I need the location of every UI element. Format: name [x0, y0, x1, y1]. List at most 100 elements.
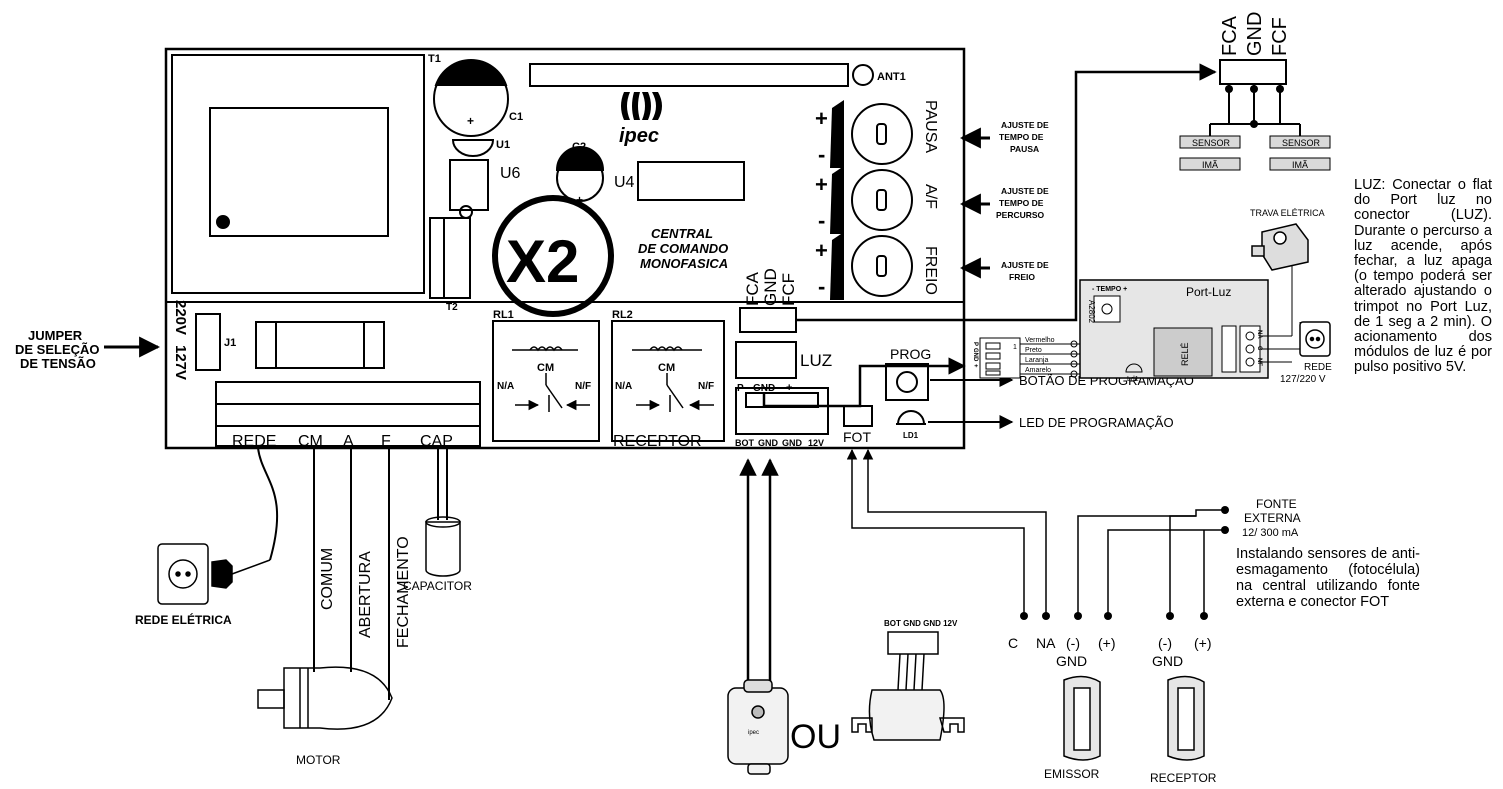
u6-label: U6 [500, 165, 521, 182]
af-ann-1: AJUSTE DE [1001, 186, 1049, 196]
sensor-gnd: GND [1244, 12, 1266, 56]
term-c: C [1008, 635, 1018, 651]
ima-1-label: IMÃ [1202, 160, 1218, 170]
portluz-ld: Ld1 [1127, 376, 1139, 383]
motor-labels: COMUM ABERTURA FECHAMENTO MOTOR CAPACITO… [135, 536, 472, 767]
freio-ann-2: FREIO [1009, 272, 1035, 282]
wire-abertura: ABERTURA [357, 551, 374, 638]
rede-line-2: 127/220 V [1280, 374, 1326, 385]
connection-wires [762, 63, 1217, 408]
fcf-label: FCF [779, 273, 798, 306]
freio-label: FREIO [922, 246, 939, 295]
trimpot-freio[interactable] [851, 235, 913, 297]
ima-2-label: IMÃ [1292, 160, 1308, 170]
title-line-1: CENTRAL [651, 226, 713, 241]
annotation-labels: JUMPER DE SELEÇÃO DE TENSÃO AJUSTE DE TE… [15, 120, 1194, 430]
minus-af: - [818, 208, 825, 233]
rede-eletrica-label: REDE ELÉTRICA [135, 612, 232, 627]
minus-freio: - [818, 274, 825, 299]
thin-arrows [928, 373, 1014, 429]
receptor-foto-label: RECEPTOR [1150, 771, 1217, 785]
sensor-1-label: SENSOR [1192, 138, 1231, 148]
wire-comum: COMUM [319, 548, 336, 610]
power-outlet-icon [157, 543, 271, 605]
ou-label: OU [790, 718, 841, 756]
photocell-emissor-icon [1063, 675, 1101, 761]
voltage-127: 127V [172, 345, 189, 380]
photocell-receptor-icon [1167, 675, 1205, 761]
rl1-label: RL1 [493, 309, 514, 321]
wire-fechamento: FECHAMENTO [395, 536, 412, 648]
pausa-label: PAUSA [922, 100, 939, 153]
term-na: NA [1036, 635, 1056, 651]
minus-pausa: - [818, 142, 825, 167]
c1-plus: + [467, 114, 474, 128]
prog-label: PROG [890, 346, 931, 362]
portluz-c: C [1256, 346, 1262, 351]
plus-freio: + [815, 238, 828, 263]
rl2-cm: CM [658, 362, 675, 374]
rl2-na: N/A [615, 381, 632, 392]
receiver-wires [739, 458, 779, 690]
electric-lock-icon [1251, 223, 1309, 271]
capacitor-label: CAPACITOR [403, 579, 472, 593]
receptor-label: RECEPTOR [613, 433, 702, 450]
wire-laranja: Laranja [1025, 357, 1048, 364]
external-receiver-icon: ipec [727, 679, 789, 775]
title-line-2: DE COMANDO [638, 241, 728, 256]
sensor-fcf: FCF [1269, 17, 1291, 56]
fca-label: FCA [743, 271, 762, 306]
receptor-pin-gnd1: GND [758, 438, 779, 448]
fotocelula-labels: FONTE EXTERNA 12/ 300 mA C NA (-) (+) (-… [1008, 497, 1301, 785]
fonte-line-3: 12/ 300 mA [1242, 527, 1299, 539]
portluz-module: Port-Luz - TEMPO + A2802 RELÉ Ld1 Vermel… [972, 250, 1301, 383]
terminal-a: A [343, 433, 354, 450]
terminal-rede: REDE [232, 433, 276, 450]
plug-in-receiver-icon [851, 631, 965, 741]
trimpot-af[interactable] [851, 169, 913, 231]
title-line-3: MONOFASICA [640, 256, 728, 271]
motor-wires [257, 447, 448, 700]
c1-label: C1 [509, 111, 523, 123]
jumper-line-1: JUMPER [28, 328, 83, 343]
adjust-wedge-icon [830, 100, 844, 300]
plus-pausa: + [815, 106, 828, 131]
fot-wires [846, 448, 1225, 616]
portluz-model: A2802 [1087, 300, 1096, 324]
receptor-pin-bot: BOT [735, 438, 755, 448]
trava-label: TRAVA ELÉTRICA [1250, 208, 1325, 218]
wall-outlet-icon [1299, 321, 1331, 357]
relay-coil-icon [512, 346, 714, 412]
receptor-pin-12v: 12V [808, 438, 824, 448]
rl1-nf: N/F [575, 381, 591, 392]
luz-pin-gnd: GND [753, 383, 775, 394]
portluz-pin-gnd: GND [972, 348, 978, 362]
jumper-line-3: DE TENSÃO [20, 356, 96, 371]
gnd-emissor: GND [1056, 653, 1087, 669]
trimpot-pausa[interactable] [851, 103, 913, 165]
fonte-line-2: EXTERNA [1244, 511, 1301, 525]
t2-label: T2 [446, 302, 458, 313]
c2-label: C2 [572, 141, 586, 153]
fot-terminal-dots [1020, 506, 1229, 620]
sensor-fca: FCA [1219, 15, 1241, 56]
rl1-na: N/A [497, 381, 514, 392]
luz-description: LUZ: Conectar o flat do Port luz no cone… [1354, 177, 1492, 376]
ipec-logo-icon [621, 92, 662, 120]
jumper-line-2: DE SELEÇÃO [15, 342, 100, 357]
model-x2: X2 [506, 228, 579, 295]
terminal-f: F [381, 433, 391, 450]
ld1-label: LD1 [903, 431, 919, 440]
gnd-label: GND [761, 268, 780, 306]
rl2-label: RL2 [612, 309, 633, 321]
term-emissor-neg: (-) [1066, 635, 1080, 651]
af-ann-2: TEMPO DE [999, 198, 1044, 208]
sensor-dots [1225, 85, 1284, 128]
af-ann-3: PERCURSO [996, 210, 1045, 220]
luz-pin-p: P [737, 383, 744, 394]
portluz-side-labels: TRAVA ELÉTRICA REDE 127/220 V [1250, 208, 1332, 385]
emissor-label: EMISSOR [1044, 767, 1100, 781]
motor-label: MOTOR [296, 753, 341, 767]
fotocelula-description: Instalando sensores de anti-esmagamento … [1236, 546, 1420, 610]
pausa-ann-2: TEMPO DE [999, 132, 1044, 142]
